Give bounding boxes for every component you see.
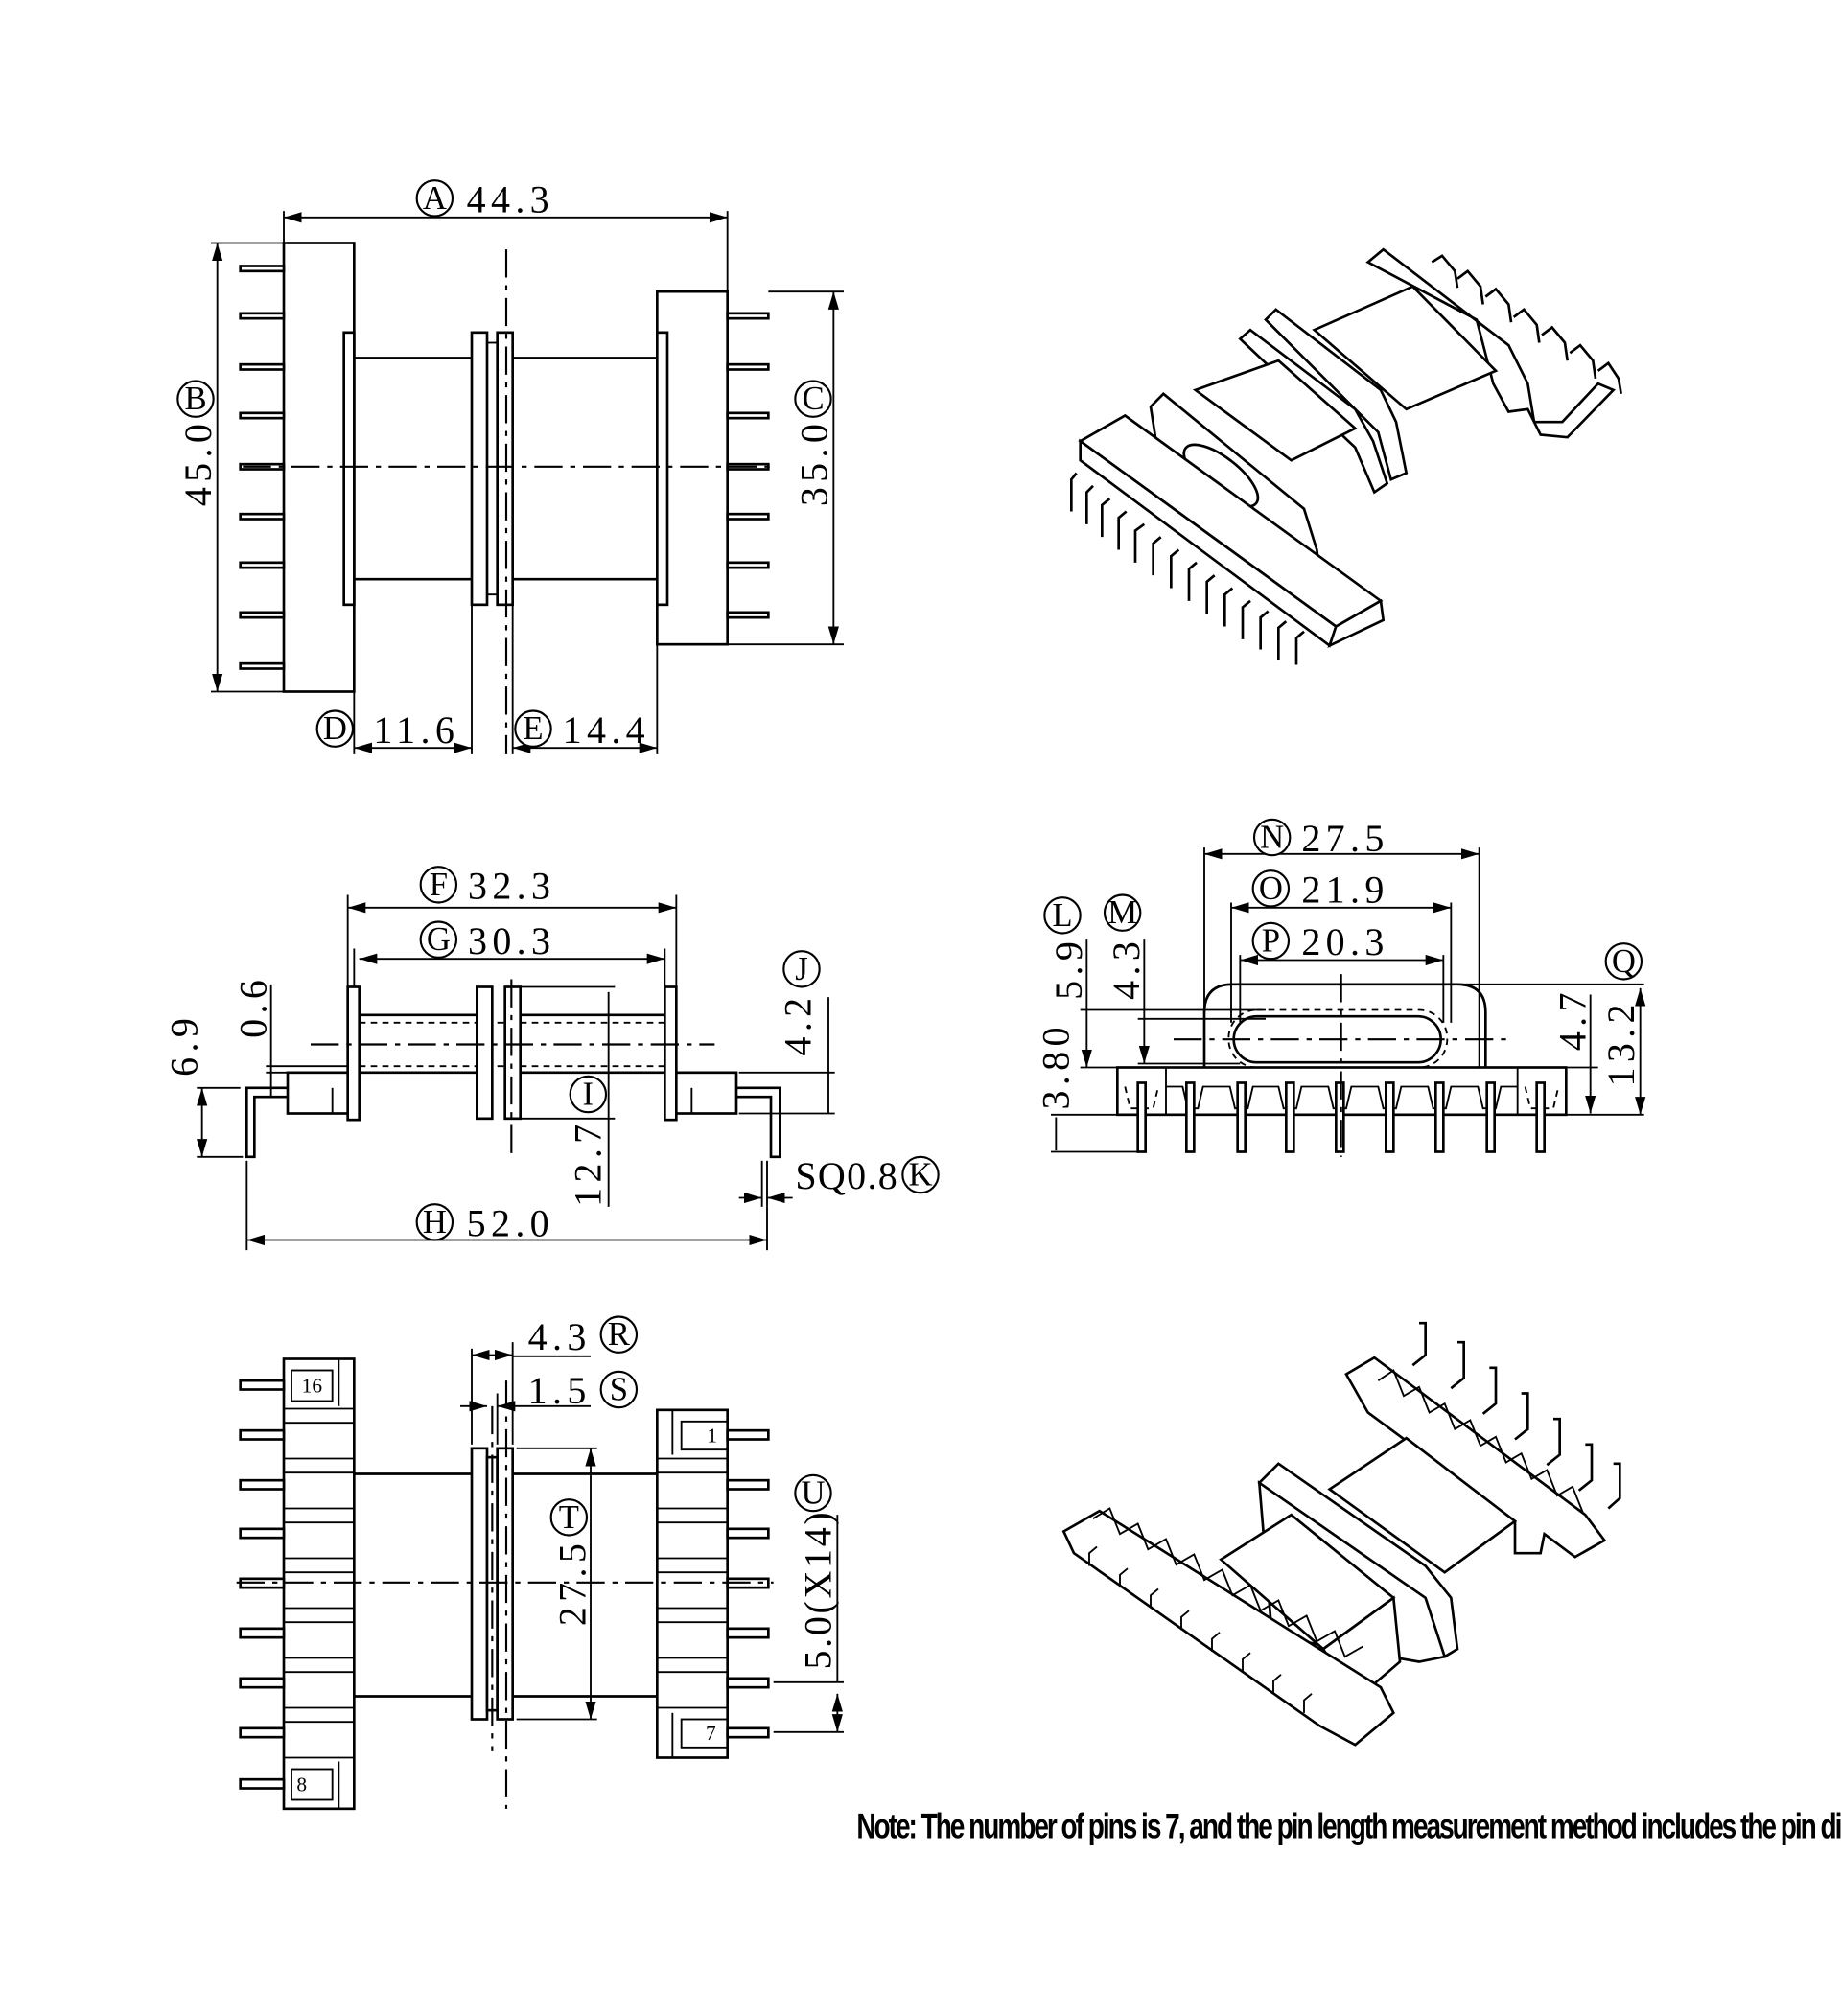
label-q: Q <box>1612 943 1636 980</box>
side-view: F 32.3 G 30.3 I 12.7 6.9 0.6 J 4.2 SQ0.8… <box>162 865 940 1251</box>
dim-o: 21.9 <box>1301 869 1388 912</box>
dim-m: 4.3 <box>1105 937 1148 1000</box>
label-d: D <box>323 710 347 747</box>
note-text: Note: The number of pins is 7, and the p… <box>856 1806 1841 1846</box>
front-pins <box>1136 1081 1546 1153</box>
top-view: A 44.3 B 45.0 C 35.0 D 11.6 E 14.4 <box>176 178 844 754</box>
dim-3-80: 3.80 <box>1035 1022 1078 1109</box>
dim-j: 4.2 <box>776 993 819 1056</box>
bottom-view: 16 8 1 7 4.3 R 1.5 S T 27.5 U 5.0( <box>236 1315 844 1811</box>
dim-6-9: 6.9 <box>162 1013 205 1077</box>
dim-e: 14.4 <box>563 708 650 752</box>
pin-number-1: 1 <box>707 1425 717 1448</box>
dim-d: 11.6 <box>373 708 459 752</box>
dim-h: 52.0 <box>467 1202 554 1245</box>
pin-number-8: 8 <box>296 1773 307 1796</box>
bottom-right-pins <box>726 1428 770 1739</box>
isometric-view-top <box>1070 247 1622 665</box>
dim-u: 5.0(X14) <box>797 1510 840 1670</box>
label-h: H <box>423 1204 447 1240</box>
dim-b: 45.0 <box>176 419 220 506</box>
label-p: P <box>1262 923 1280 960</box>
label-i: I <box>583 1077 594 1113</box>
dim-k: SQ0.8 <box>795 1154 898 1197</box>
pin-number-7: 7 <box>706 1722 716 1745</box>
label-k: K <box>908 1157 932 1193</box>
label-t: T <box>559 1499 579 1536</box>
label-a: A <box>423 180 447 217</box>
label-n: N <box>1260 820 1284 856</box>
label-j: J <box>795 951 808 987</box>
pin-number-16: 16 <box>302 1375 323 1398</box>
label-l: L <box>1052 897 1072 934</box>
dim-l: 5.9 <box>1047 937 1090 1000</box>
dim-4-7: 4.7 <box>1550 987 1594 1051</box>
label-f: F <box>430 867 448 903</box>
dim-g: 30.3 <box>468 919 555 962</box>
dim-i: 12.7 <box>567 1119 610 1206</box>
label-s: S <box>610 1372 628 1408</box>
dim-t: 27.5 <box>551 1539 594 1626</box>
label-b: B <box>184 381 206 417</box>
dim-q: 13.2 <box>1599 999 1643 1086</box>
label-r: R <box>608 1316 631 1353</box>
dim-f: 32.3 <box>468 865 555 908</box>
label-u: U <box>801 1475 825 1512</box>
dim-0-6: 0.6 <box>231 975 274 1038</box>
label-c: C <box>802 381 824 417</box>
dim-c: 35.0 <box>793 419 836 506</box>
label-o: O <box>1259 870 1283 907</box>
front-view: N 27.5 O 21.9 P 20.3 Q 13.2 4.7 L M 5.9 … <box>1035 817 1646 1157</box>
label-g: G <box>427 921 451 958</box>
isometric-view-bottom <box>1061 1321 1621 1747</box>
label-m: M <box>1107 894 1137 931</box>
dim-s: 1.5 <box>528 1369 592 1412</box>
right-pins <box>726 312 770 619</box>
dim-r: 4.3 <box>528 1315 592 1358</box>
bottom-left-pins <box>239 1379 286 1790</box>
dim-p: 20.3 <box>1301 920 1388 963</box>
dim-n: 27.5 <box>1301 817 1388 860</box>
label-e: E <box>523 710 543 747</box>
dim-a: 44.3 <box>467 178 554 221</box>
